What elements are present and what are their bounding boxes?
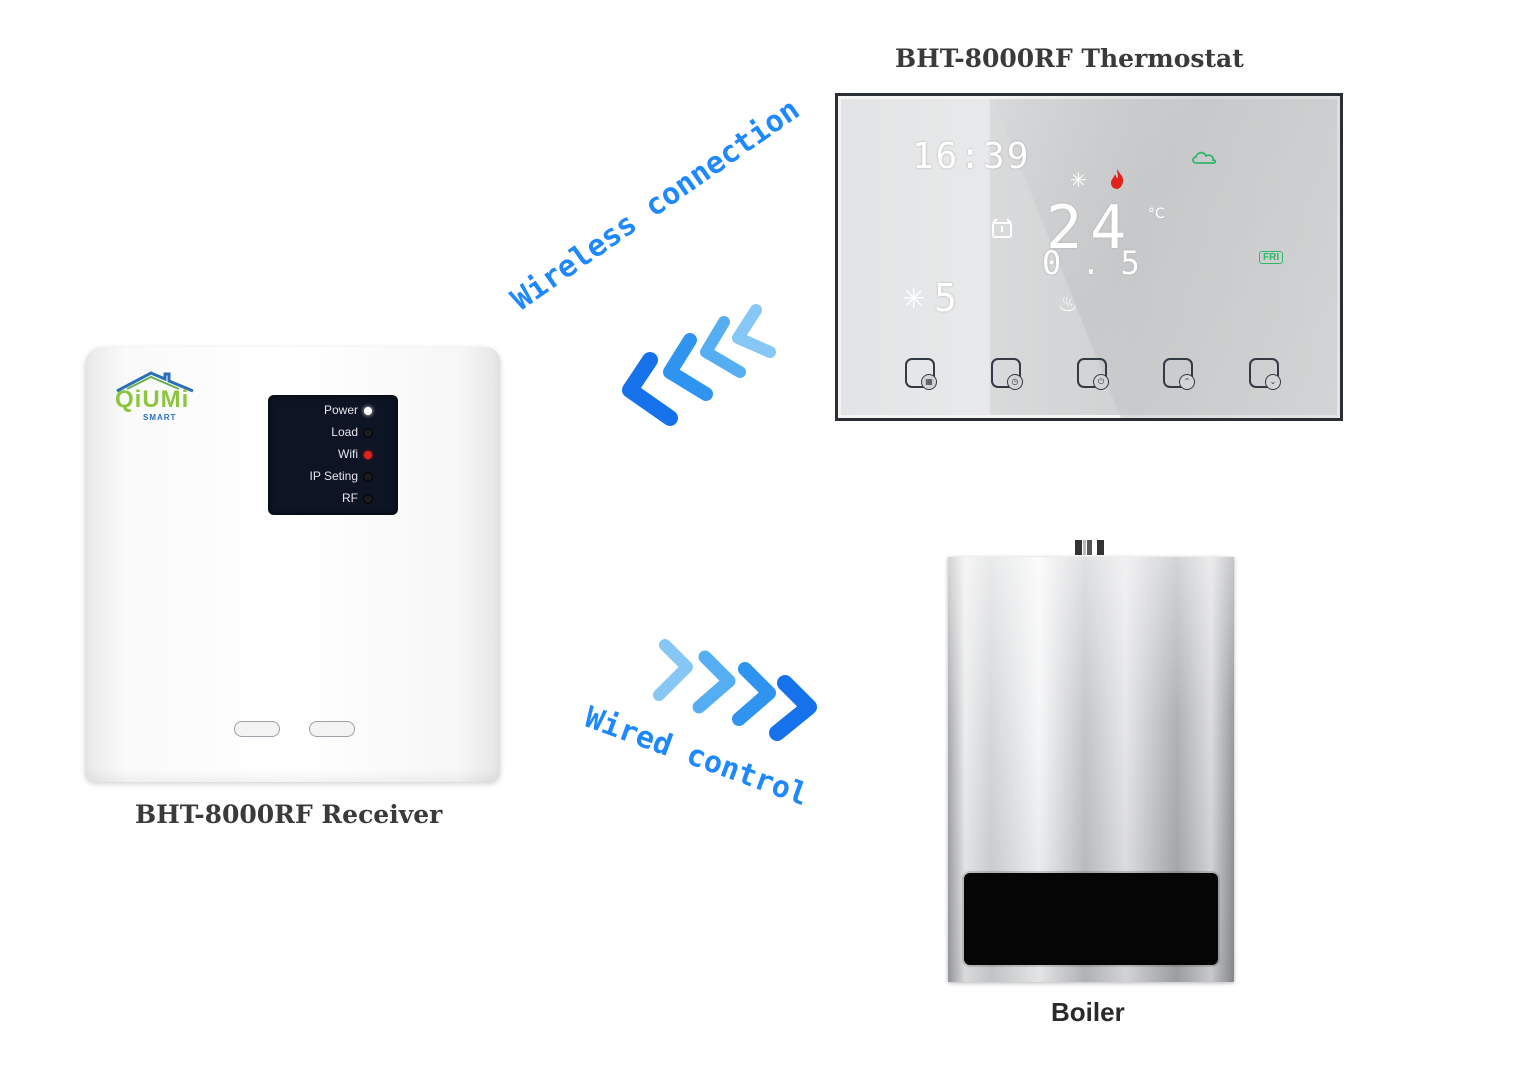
- day-badge: FRI: [1259, 251, 1284, 264]
- day-label: FRI: [1263, 252, 1280, 263]
- boiler-device: [948, 557, 1234, 982]
- snowflake-icon: ✳: [902, 282, 926, 315]
- temp-unit: °C: [1148, 206, 1165, 222]
- receiver-title: BHT-8000RF Receiver: [135, 800, 443, 829]
- receiver-button-right[interactable]: [309, 721, 355, 737]
- down-button[interactable]: ⌄: [1249, 358, 1281, 390]
- led-row-load: Load: [268, 423, 398, 443]
- clock-icon: ◷: [1007, 374, 1023, 390]
- led-label: RF: [342, 491, 358, 505]
- led-label: IP Seting: [309, 469, 358, 483]
- rf-led-icon: [364, 495, 372, 503]
- grid-icon: ▦: [921, 374, 937, 390]
- led-label: Wifi: [338, 447, 358, 461]
- weather-cloud-icon: [1191, 148, 1217, 170]
- led-panel: Power Load Wifi IP Seting RF: [268, 395, 398, 515]
- boiler-display-window: [964, 873, 1218, 965]
- chevron-up-icon: ⌃: [1179, 374, 1195, 390]
- led-row-ip-setting: IP Seting: [268, 467, 398, 487]
- power-icon: ⏻: [1093, 374, 1109, 390]
- fan-level-display: 5: [934, 276, 959, 320]
- snowflake-small-icon: ✳: [1070, 168, 1087, 192]
- menu-button[interactable]: ▦: [905, 358, 937, 390]
- wired-arrows-icon: [653, 639, 817, 741]
- brand-name: QiUMi: [115, 386, 190, 413]
- wireless-arrows-icon: [622, 304, 776, 426]
- led-row-wifi: Wifi: [268, 445, 398, 465]
- load-led-icon: [364, 429, 372, 437]
- power-led-icon: [364, 407, 372, 415]
- set-temp-display: 0.5: [1042, 244, 1160, 282]
- clock-display: 16:39: [912, 136, 1031, 177]
- home-clock-icon: [990, 217, 1014, 243]
- receiver-button-left[interactable]: [234, 721, 280, 737]
- clock-button[interactable]: ◷: [991, 358, 1023, 390]
- thermostat-title: BHT-8000RF Thermostat: [895, 44, 1244, 73]
- led-label: Power: [323, 403, 358, 417]
- receiver-device: QiUMi SMART Power Load Wifi IP Seting RF: [85, 347, 500, 782]
- chevron-down-icon: ⌄: [1265, 374, 1281, 390]
- led-row-rf: RF: [268, 489, 398, 509]
- thermostat-device: 16:39 ✳ 24 °C 0.5 FRI ✳ 5 ♨ ▦ ◷ ⏻ ⌃ ⌄: [835, 93, 1343, 421]
- boiler-pipes: [1073, 538, 1113, 556]
- brand-sub: SMART: [143, 413, 177, 422]
- house-logo-icon: [116, 371, 194, 393]
- temperature-display: 24: [1046, 193, 1135, 263]
- boiler-title: Boiler: [1051, 997, 1125, 1027]
- up-button[interactable]: ⌃: [1163, 358, 1195, 390]
- ip-setting-led-icon: [364, 473, 372, 481]
- brand-logo: QiUMi SMART: [113, 369, 208, 422]
- power-button[interactable]: ⏻: [1077, 358, 1109, 390]
- led-row-power: Power: [268, 401, 398, 421]
- wifi-led-icon: [364, 451, 372, 459]
- led-label: Load: [331, 425, 358, 439]
- heating-wave-icon: ♨: [1058, 292, 1078, 317]
- flame-icon: [1108, 168, 1126, 194]
- wireless-connection-label: Wireless connection: [505, 92, 807, 318]
